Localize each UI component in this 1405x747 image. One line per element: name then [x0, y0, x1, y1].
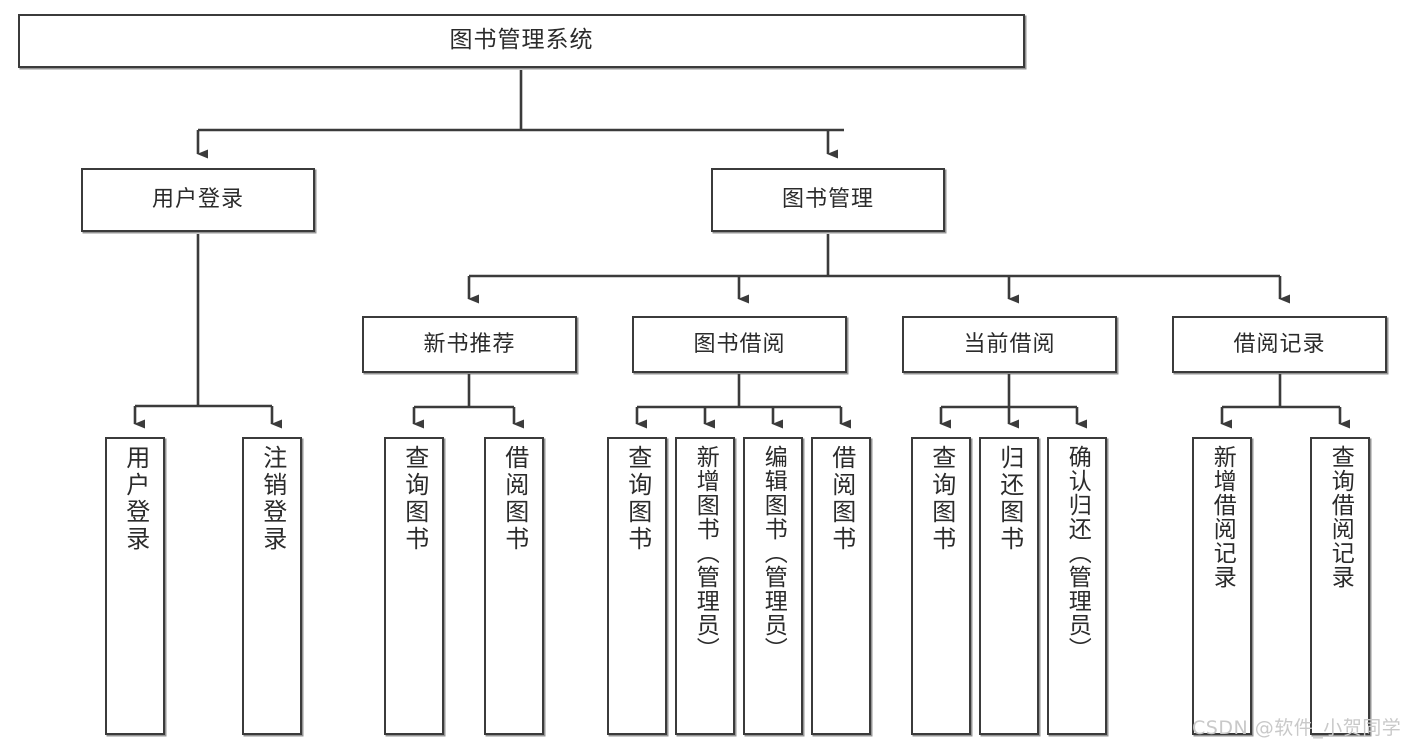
node-leaf-query-book-current[interactable]: 查询图书 [911, 437, 971, 735]
node-label: 确认归还（管理员） [1064, 445, 1091, 661]
node-label: 查询图书 [400, 445, 429, 553]
node-leaf-add-book-admin[interactable]: 新增图书（管理员） [675, 437, 735, 735]
node-book-management[interactable]: 图书管理 [711, 168, 945, 232]
edges-newbook-to-leaves [412, 374, 524, 429]
node-borrow-record[interactable]: 借阅记录 [1172, 316, 1387, 373]
node-label: 新增借阅记录 [1209, 445, 1236, 589]
node-label: 编辑图书（管理员） [760, 445, 787, 661]
edges-borrowrecord-to-leaves [1220, 374, 1350, 429]
node-label: 借阅记录 [1233, 331, 1326, 357]
edges-root-to-level1 [196, 70, 844, 159]
node-leaf-return-book[interactable]: 归还图书 [979, 437, 1039, 735]
node-label: 借阅图书 [500, 445, 529, 553]
node-leaf-borrow-book-recommend[interactable]: 借阅图书 [484, 437, 544, 735]
node-label: 用户登录 [121, 445, 150, 553]
node-label: 查询图书 [623, 445, 652, 553]
edges-userlogin-to-leaves [133, 234, 282, 429]
node-label: 图书管理系统 [449, 27, 594, 54]
node-leaf-edit-book-admin[interactable]: 编辑图书（管理员） [743, 437, 803, 735]
node-user-login[interactable]: 用户登录 [81, 168, 315, 232]
node-root-book-management-system[interactable]: 图书管理系统 [18, 14, 1025, 68]
node-label: 归还图书 [995, 445, 1024, 553]
node-leaf-query-book-borrow[interactable]: 查询图书 [607, 437, 667, 735]
node-label: 用户登录 [151, 187, 244, 213]
node-leaf-user-login[interactable]: 用户登录 [105, 437, 165, 735]
node-label: 当前借阅 [963, 331, 1056, 357]
node-book-borrow[interactable]: 图书借阅 [632, 316, 847, 373]
edges-bookborrow-to-leaves [635, 374, 851, 429]
node-new-book-recommend[interactable]: 新书推荐 [362, 316, 577, 373]
node-label: 新书推荐 [423, 331, 516, 357]
edges-bookmgmt-to-level2 [467, 234, 1290, 304]
node-leaf-add-borrow-record[interactable]: 新增借阅记录 [1192, 437, 1252, 735]
node-label: 查询图书 [927, 445, 956, 553]
node-label: 图书管理 [781, 187, 874, 213]
node-leaf-logout[interactable]: 注销登录 [242, 437, 302, 735]
node-leaf-borrow-book[interactable]: 借阅图书 [811, 437, 871, 735]
node-label: 新增图书（管理员） [692, 445, 719, 661]
node-label: 借阅图书 [827, 445, 856, 553]
edges-currentborrow-to-leaves [939, 374, 1087, 429]
node-leaf-query-book-recommend[interactable]: 查询图书 [384, 437, 444, 735]
node-current-borrow[interactable]: 当前借阅 [902, 316, 1117, 373]
node-leaf-query-borrow-record[interactable]: 查询借阅记录 [1310, 437, 1370, 735]
node-label: 注销登录 [258, 445, 287, 553]
node-label: 查询借阅记录 [1327, 445, 1354, 589]
node-leaf-confirm-return-admin[interactable]: 确认归还（管理员） [1047, 437, 1107, 735]
csdn-watermark: CSDN @软件_小贺同学 [1192, 717, 1402, 739]
node-label: 图书借阅 [693, 331, 786, 357]
